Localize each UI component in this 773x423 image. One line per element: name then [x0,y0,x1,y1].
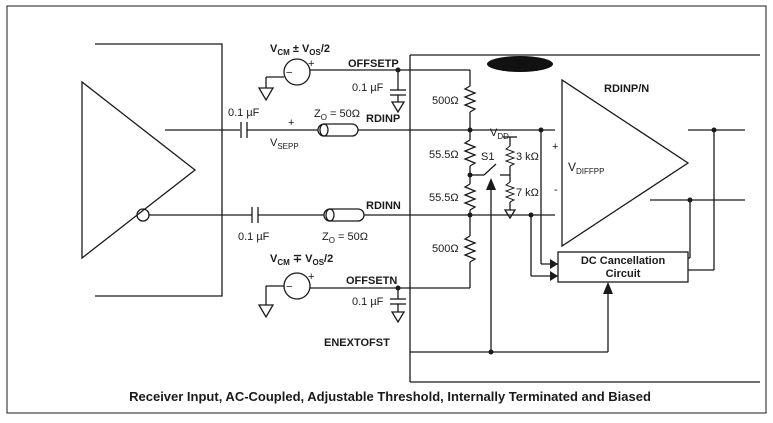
rdinn-junction [467,212,473,218]
resistor-555-top [463,139,477,167]
offp-src-minus: − [286,67,292,79]
divider-ground-icon [503,209,517,220]
driver-bracket [95,43,223,297]
offp-src-plus: + [308,58,314,70]
offn-ground-icon [257,304,275,319]
label-rdinn: RDINN [366,200,401,212]
figure-caption: Receiver Input, AC-Coupled, Adjustable T… [129,389,651,404]
label-offsetp: OFFSETP [348,58,399,70]
offn-junction [395,285,401,291]
label-vdiffpp: VDIFFPP [568,160,604,176]
label-cap-in-n: 0.1 µF [238,231,270,243]
label-cap-offp: 0.1 µF [352,82,384,94]
driver-triangle [81,80,197,260]
dc-label-line2: Circuit [606,268,641,280]
label-r555-bot: 55.5Ω [429,192,459,204]
dc-feed-p-arrow-icon [550,259,558,269]
label-zo-p: ZO = 50Ω [314,108,360,122]
tline-p [317,123,359,137]
redaction-mark [487,56,553,72]
label-rdinpn: RDINP/N [604,83,649,95]
tline-n-end [325,208,335,222]
dc-n-junction [528,212,534,218]
resistor-500-bot [463,235,477,263]
dc-feed-n-arrow-icon [550,271,558,281]
resistor-3k [504,145,516,167]
label-offsetn: OFFSETN [346,275,397,287]
enext-junction [488,349,494,355]
offp-cap-ground-icon [390,101,406,114]
label-vcm-plus: VCM ± VOS/2 [270,43,330,57]
label-rdinp: RDINP [366,113,400,125]
label-r3k: 3 kΩ [516,151,539,163]
enext-switch-arrow-icon [486,178,496,190]
label-cap-in-p: 0.1 µF [228,107,260,119]
rdinp-junction [467,127,473,133]
offp-junction [395,67,401,73]
enext-dc-arrow-icon [603,282,613,294]
figure-border [6,5,767,414]
dc-p-junction [538,127,544,133]
offn-voltage-source [283,272,311,300]
resistor-500-top [463,85,477,113]
tline-n [323,208,365,222]
label-zo-n: ZO = 50Ω [322,231,368,245]
receiver-minus: - [554,184,558,196]
label-vcm-minus: VCM ∓ VOS/2 [270,253,333,267]
label-r555-top: 55.5Ω [429,149,459,161]
dc-cancellation-box [557,251,689,283]
switch-s1-blade [483,163,497,176]
label-enextofst: ENEXTOFST [324,337,390,349]
label-vsepp: VSEPP [270,137,299,151]
resistor-555-bot [463,183,477,211]
receiver-plus: + [552,141,558,153]
receiver-triangle [561,78,690,248]
dc-label-line1: DC Cancellation [581,255,666,267]
vsepp-plus: + [288,117,294,129]
offp-ground-icon [257,87,275,102]
offp-voltage-source [283,58,311,86]
tline-p-end [319,123,329,137]
offn-cap-ground-icon [390,311,406,324]
label-s1: S1 [481,151,494,163]
label-cap-offn: 0.1 µF [352,296,384,308]
offn-src-plus: + [308,271,314,283]
label-vdd: VDD [490,127,509,141]
label-r7k: 7 kΩ [516,187,539,199]
label-r500-top: 500Ω [432,95,459,107]
resistor-7k [504,181,516,203]
label-r500-bot: 500Ω [432,243,459,255]
offn-src-minus: − [286,281,292,293]
